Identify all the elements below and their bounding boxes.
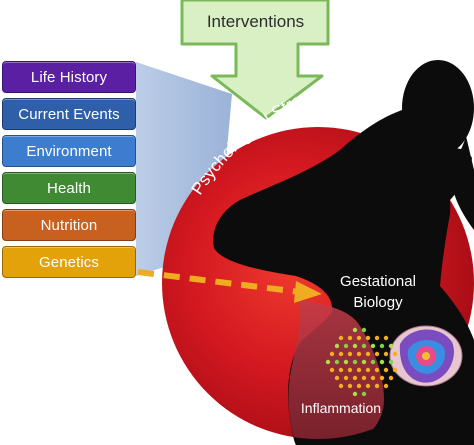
inflammation-dot <box>392 351 398 357</box>
inflammation-dot <box>334 359 340 365</box>
inflammation-dot <box>365 383 371 389</box>
inflammation-dot <box>392 367 398 373</box>
inflammation-dot <box>379 375 385 381</box>
inflammation-dot <box>338 367 344 373</box>
factor-label: Nutrition <box>40 216 98 234</box>
factor-nutrition[interactable]: Nutrition <box>2 209 136 241</box>
interventions-arrow-shape <box>180 0 330 120</box>
interventions-arrow[interactable] <box>180 0 330 120</box>
factor-life-history[interactable]: Life History <box>2 61 136 93</box>
inflammation-dot <box>356 383 362 389</box>
factor-label: Life History <box>30 68 108 86</box>
inflammation-dot <box>374 351 380 357</box>
gestational-biology-label: Gestational Biology <box>318 271 438 313</box>
inflammation-dot <box>388 343 394 349</box>
interventions-label: Interventions <box>206 12 305 31</box>
inflammation-dot <box>347 367 353 373</box>
inflammation-dot <box>370 343 376 349</box>
inflammation-dot <box>383 335 389 341</box>
genetics-arrow <box>137 269 322 303</box>
factor-label: Current Events <box>18 105 120 123</box>
inflammation-dot <box>338 351 344 357</box>
inflammation-dot <box>361 343 367 349</box>
factor-label: Environment <box>26 142 112 160</box>
inflammation-dot <box>347 335 353 341</box>
inflammation-dot <box>365 367 371 373</box>
inflammation-dot <box>388 359 394 365</box>
inflammation-dot <box>329 351 335 357</box>
inflammation-dot <box>356 367 362 373</box>
inflammation-dot <box>379 343 385 349</box>
inflammation-dot <box>361 391 367 397</box>
factor-health[interactable]: Health <box>2 172 136 204</box>
inflammation-dot <box>379 359 385 365</box>
inflammation-dot <box>365 335 371 341</box>
factor-current-events[interactable]: Current Events <box>2 98 136 130</box>
inflammation-dot <box>334 343 340 349</box>
inflammation-dot <box>343 359 349 365</box>
inflammation-dot <box>329 367 335 373</box>
inflammation-label: Inflammation <box>300 400 382 416</box>
inflammation-dot <box>361 327 367 333</box>
inflammation-dot <box>383 383 389 389</box>
factor-environment[interactable]: Environment <box>2 135 136 167</box>
inflammation-dot <box>347 351 353 357</box>
factor-genetics[interactable]: Genetics <box>2 246 136 278</box>
factor-label: Genetics <box>39 253 99 271</box>
inflammation-dot <box>370 375 376 381</box>
inflammation-dot <box>356 335 362 341</box>
gestational-label-line2: Biology <box>353 294 403 311</box>
inflammation-dot <box>352 343 358 349</box>
inflammation-dot <box>338 335 344 341</box>
inflammation-dot <box>383 367 389 373</box>
inflammation-dot <box>388 375 394 381</box>
inflammation-dot <box>343 375 349 381</box>
factor-label: Health <box>47 179 91 197</box>
inflammation-dot <box>343 343 349 349</box>
inflammation-dot <box>383 351 389 357</box>
inflammation-dot <box>356 351 362 357</box>
inflammation-dot <box>352 391 358 397</box>
inflammation-dot <box>374 367 380 373</box>
inflammation-dots <box>325 327 398 397</box>
inflammation-dot <box>347 383 353 389</box>
inflammation-dot <box>361 359 367 365</box>
fetus-illustration <box>389 325 463 387</box>
gestational-label-line1: Gestational <box>340 273 416 290</box>
inflammation-dot <box>370 359 376 365</box>
inflammation-dot <box>334 375 340 381</box>
inflammation-dot <box>365 351 371 357</box>
inflammation-dot <box>325 359 331 365</box>
inflammation-dot <box>374 335 380 341</box>
inflammation-dot <box>338 383 344 389</box>
inflammation-dot <box>352 359 358 365</box>
inflammation-dot <box>352 327 358 333</box>
inflammation-dot <box>352 375 358 381</box>
inflammation-dot <box>361 375 367 381</box>
inflammation-dot <box>374 383 380 389</box>
